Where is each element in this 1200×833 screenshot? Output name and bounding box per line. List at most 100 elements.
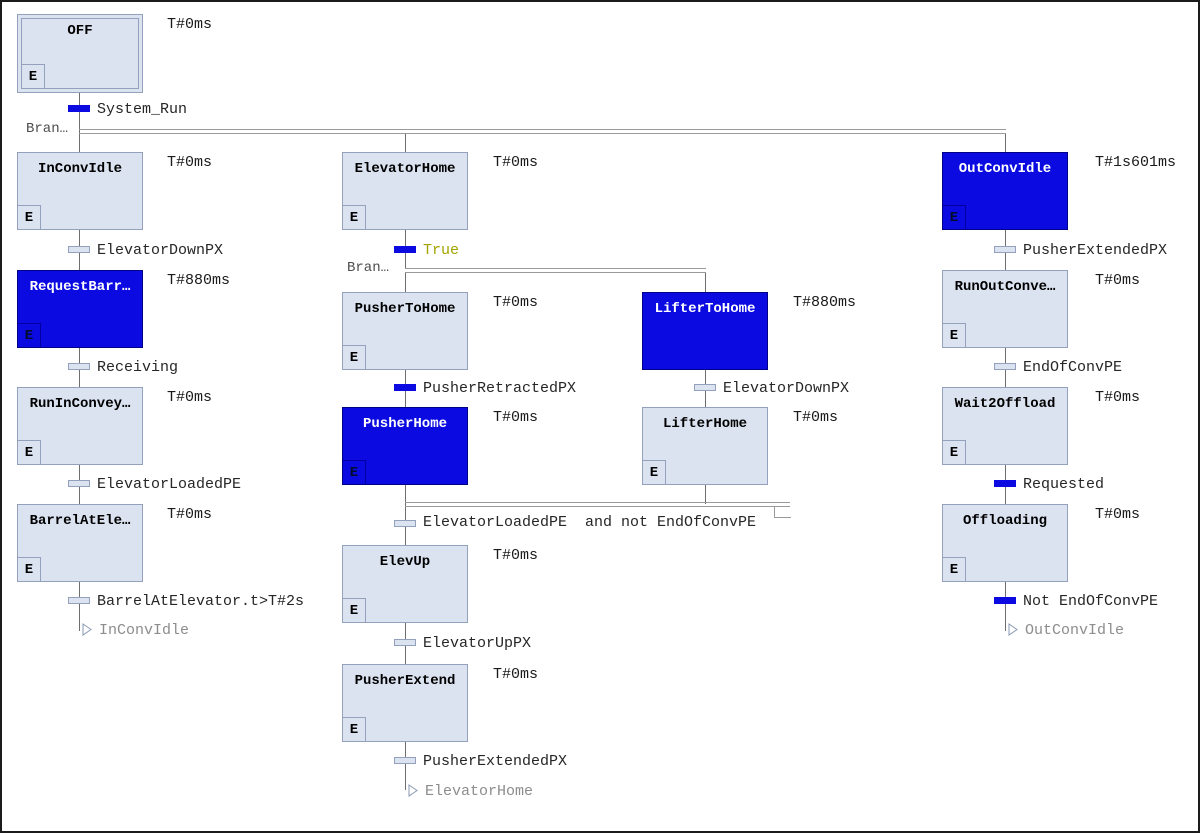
- step-time: T#0ms: [1095, 389, 1141, 406]
- transition-condition[interactable]: PusherRetractedPX: [423, 380, 577, 397]
- jump-arrow-icon: [408, 784, 418, 797]
- step-time: T#0ms: [493, 666, 539, 683]
- transition-condition[interactable]: ElevatorLoadedPE: [97, 476, 242, 493]
- transition-bar[interactable]: [394, 757, 416, 764]
- transition-bar[interactable]: [394, 639, 416, 646]
- step-name: RunOutConve…: [954, 279, 1056, 295]
- jump-arrow-icon: [82, 623, 92, 636]
- transition-bar[interactable]: [694, 384, 716, 391]
- connection-line: [705, 273, 706, 292]
- branch-rail-hook: [774, 517, 791, 518]
- sfc-step-offloading[interactable]: Offloading E: [942, 504, 1068, 582]
- step-entry-qualifier: E: [943, 323, 966, 347]
- jump-target[interactable]: OutConvIdle: [1025, 622, 1125, 639]
- connection-line: [405, 133, 406, 152]
- branch-rail: [405, 502, 790, 507]
- step-name: RequestBarr…: [29, 279, 131, 295]
- branch-label[interactable]: Bran…: [347, 260, 390, 276]
- step-time: T#880ms: [167, 272, 231, 289]
- sfc-step-barrelatelevator[interactable]: BarrelAtEle… E: [17, 504, 143, 582]
- transition-bar[interactable]: [68, 363, 90, 370]
- transition-bar[interactable]: [394, 246, 416, 253]
- transition-condition[interactable]: BarrelAtElevator.t>T#2s: [97, 593, 305, 610]
- step-name: OFF: [67, 23, 93, 39]
- transition-condition[interactable]: Receiving: [97, 359, 179, 376]
- sfc-step-liftertohome[interactable]: LifterToHome: [642, 292, 768, 370]
- sfc-step-lifterhome[interactable]: LifterHome E: [642, 407, 768, 485]
- branch-label[interactable]: Bran…: [26, 121, 69, 137]
- transition-condition[interactable]: True: [423, 242, 460, 259]
- step-entry-qualifier: E: [943, 557, 966, 581]
- sfc-step-requestbarrel[interactable]: RequestBarr… E: [17, 270, 143, 348]
- transition-bar[interactable]: [394, 520, 416, 527]
- sfc-step-inconvidle[interactable]: InConvIdle E: [17, 152, 143, 230]
- jump-target[interactable]: ElevatorHome: [425, 783, 534, 800]
- transition-condition[interactable]: ElevatorUpPX: [423, 635, 532, 652]
- transition-bar[interactable]: [994, 363, 1016, 370]
- transition-bar[interactable]: [994, 480, 1016, 487]
- transition-condition[interactable]: Not EndOfConvPE: [1023, 593, 1159, 610]
- step-name: OutConvIdle: [958, 161, 1052, 177]
- transition-bar[interactable]: [68, 597, 90, 604]
- sfc-step-elevup[interactable]: ElevUp E: [342, 545, 468, 623]
- sfc-step-pushertohome[interactable]: PusherToHome E: [342, 292, 468, 370]
- transition-condition[interactable]: ElevatorDownPX: [97, 242, 224, 259]
- step-time: T#0ms: [493, 409, 539, 426]
- connection-line: [1005, 133, 1006, 152]
- step-time: T#0ms: [493, 547, 539, 564]
- jump-arrow-icon: [1008, 623, 1018, 636]
- transition-condition[interactable]: ElevatorLoadedPE and not EndOfConvPE: [423, 514, 757, 531]
- connection-line: [405, 484, 406, 545]
- sfc-step-pusherhome[interactable]: PusherHome E: [342, 407, 468, 485]
- branch-rail: [405, 268, 706, 273]
- sfc-step-runinconveyor[interactable]: RunInConvey… E: [17, 387, 143, 465]
- step-entry-qualifier: E: [943, 205, 966, 229]
- step-entry-qualifier: E: [943, 440, 966, 464]
- step-entry-qualifier: E: [343, 460, 366, 484]
- transition-bar[interactable]: [394, 384, 416, 391]
- transition-condition[interactable]: System_Run: [97, 101, 188, 118]
- step-time: T#0ms: [1095, 272, 1141, 289]
- step-time: T#0ms: [1095, 506, 1141, 523]
- jump-target[interactable]: InConvIdle: [99, 622, 190, 639]
- step-time: T#0ms: [493, 294, 539, 311]
- step-entry-qualifier: E: [18, 440, 41, 464]
- step-entry-qualifier: E: [18, 557, 41, 581]
- step-time: T#880ms: [793, 294, 857, 311]
- connection-line: [405, 740, 406, 790]
- sfc-step-elevatorhome[interactable]: ElevatorHome E: [342, 152, 468, 230]
- transition-bar[interactable]: [68, 105, 90, 112]
- step-name: PusherToHome: [354, 301, 456, 317]
- connection-line: [79, 92, 80, 152]
- connection-line: [1005, 580, 1006, 631]
- connection-line: [79, 580, 80, 631]
- step-name: LifterToHome: [654, 301, 756, 317]
- branch-rail-hook: [774, 507, 775, 518]
- sfc-step-runoutconveyor[interactable]: RunOutConve… E: [942, 270, 1068, 348]
- step-entry-qualifier: E: [18, 205, 41, 229]
- transition-condition[interactable]: EndOfConvPE: [1023, 359, 1123, 376]
- step-entry-qualifier: E: [343, 205, 366, 229]
- step-time: T#0ms: [167, 506, 213, 523]
- transition-bar[interactable]: [68, 246, 90, 253]
- sfc-step-off[interactable]: OFF E: [17, 14, 143, 93]
- sfc-step-pusherextend[interactable]: PusherExtend E: [342, 664, 468, 742]
- transition-bar[interactable]: [68, 480, 90, 487]
- step-entry-qualifier: E: [343, 717, 366, 741]
- transition-condition[interactable]: Requested: [1023, 476, 1105, 493]
- connection-line: [705, 484, 706, 504]
- step-name: InConvIdle: [37, 161, 122, 177]
- transition-condition[interactable]: ElevatorDownPX: [723, 380, 850, 397]
- transition-condition[interactable]: PusherExtendedPX: [1023, 242, 1168, 259]
- sfc-step-wait2offload[interactable]: Wait2Offload E: [942, 387, 1068, 465]
- step-time: T#0ms: [793, 409, 839, 426]
- step-entry-qualifier: E: [18, 323, 41, 347]
- transition-bar[interactable]: [994, 597, 1016, 604]
- transition-bar[interactable]: [994, 246, 1016, 253]
- step-time: T#0ms: [167, 154, 213, 171]
- step-entry-qualifier: E: [643, 460, 666, 484]
- step-time: T#0ms: [167, 16, 213, 33]
- sfc-step-outconvidle[interactable]: OutConvIdle E: [942, 152, 1068, 230]
- step-entry-qualifier: E: [343, 345, 366, 369]
- transition-condition[interactable]: PusherExtendedPX: [423, 753, 568, 770]
